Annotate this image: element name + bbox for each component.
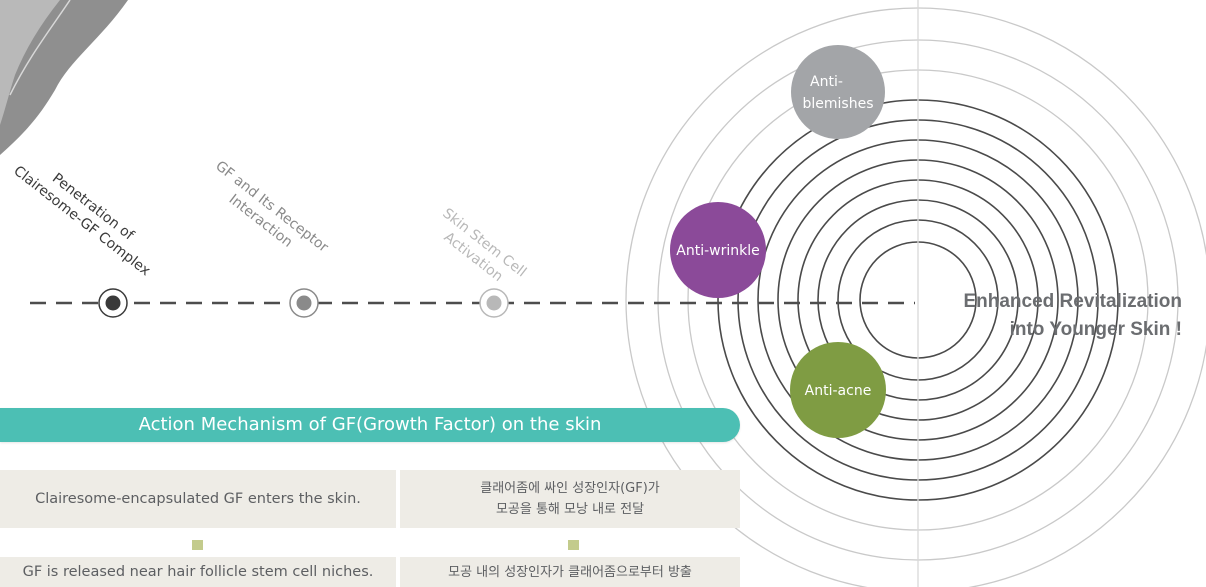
mechanism-step-ko: 클래어좀에 싸인 성장인자(GF)가 모공을 통해 모낭 내로 전달	[400, 470, 740, 528]
effect-label: blemishes	[803, 96, 874, 112]
mechanism-step-ko: 모공 내의 성장인자가 클래어좀으로부터 방출	[400, 557, 740, 587]
ko-line: 모공 내의 성장인자가 클래어좀으로부터 방출	[448, 564, 692, 580]
arrow-marker	[192, 540, 203, 550]
effect-label: Anti-wrinkle	[676, 243, 759, 259]
hair-strand-illustration	[0, 0, 128, 155]
timeline-nodes	[98, 288, 509, 318]
effect-bubble: Anti-blemishes	[791, 45, 885, 139]
result-text: Enhanced Revitalization into Younger Ski…	[963, 288, 1182, 344]
timeline-node	[479, 288, 509, 318]
effect-label: Anti-acne	[805, 383, 872, 399]
timeline-node	[289, 288, 319, 318]
effect-label: Anti-	[810, 74, 843, 90]
mechanism-step-en: GF is released near hair follicle stem c…	[0, 557, 396, 587]
timeline-node	[98, 288, 128, 318]
mechanism-banner	[0, 408, 740, 442]
effect-bubble: Anti-acne	[790, 342, 886, 438]
result-line: Enhanced Revitalization	[963, 291, 1182, 312]
concentric-rings	[625, 0, 1206, 587]
mechanism-step-en: Clairesome-encapsulated GF enters the sk…	[0, 470, 396, 528]
banner-title: Action Mechanism of GF(Growth Factor) on…	[138, 414, 602, 435]
arrow-marker	[568, 540, 579, 550]
result-line: into Younger Skin !	[1009, 319, 1182, 340]
ko-line: 모공을 통해 모낭 내로 전달	[495, 502, 645, 517]
ko-line: 클래어좀에 싸인 성장인자(GF)가	[480, 481, 660, 496]
effect-bubble: Anti-wrinkle	[670, 202, 766, 298]
